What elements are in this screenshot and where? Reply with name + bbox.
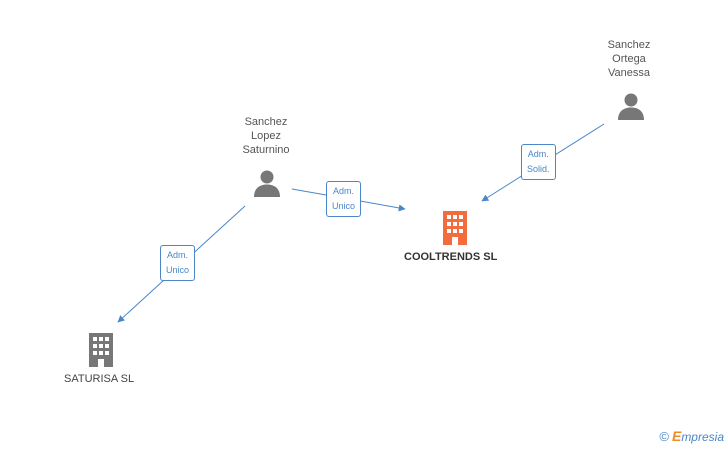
relation-label-line: Adm. bbox=[167, 250, 189, 260]
brand-name: mpresia bbox=[681, 430, 724, 444]
brand-logo-initial: E bbox=[671, 428, 682, 444]
brand-watermark: ©Empresia bbox=[659, 428, 724, 444]
relation-label-line: Solid. bbox=[527, 164, 550, 174]
copyright-icon: © bbox=[659, 429, 669, 444]
person-name-line: Ortega bbox=[612, 53, 646, 65]
relation-label-line: Adm. bbox=[527, 149, 549, 159]
person-name-line: Lopez bbox=[251, 130, 281, 142]
relation-label-line: Unico bbox=[332, 201, 356, 211]
person-name: Sanchez Ortega Vanessa bbox=[569, 38, 689, 80]
person-name-line: Sanchez bbox=[607, 39, 651, 51]
building-icon bbox=[443, 211, 467, 245]
person-name-line: Saturnino bbox=[242, 144, 290, 156]
person-name: Sanchez Lopez Saturnino bbox=[206, 115, 326, 157]
person-icon bbox=[618, 93, 644, 120]
relation-label-adm-unico[interactable]: Adm. Unico bbox=[326, 181, 362, 217]
relation-label-line: Unico bbox=[166, 265, 190, 275]
relation-label-adm-solid[interactable]: Adm. Solid. bbox=[521, 144, 556, 180]
company-name: COOLTRENDS SL bbox=[404, 251, 498, 263]
relation-label-line: Adm. bbox=[333, 186, 355, 196]
building-icon bbox=[89, 333, 113, 367]
company-name: SATURISA SL bbox=[64, 373, 135, 385]
person-name-line: Sanchez bbox=[244, 116, 288, 128]
person-name-line: Vanessa bbox=[608, 67, 650, 79]
relation-label-adm-unico[interactable]: Adm. Unico bbox=[160, 245, 196, 281]
person-icon bbox=[254, 170, 280, 197]
